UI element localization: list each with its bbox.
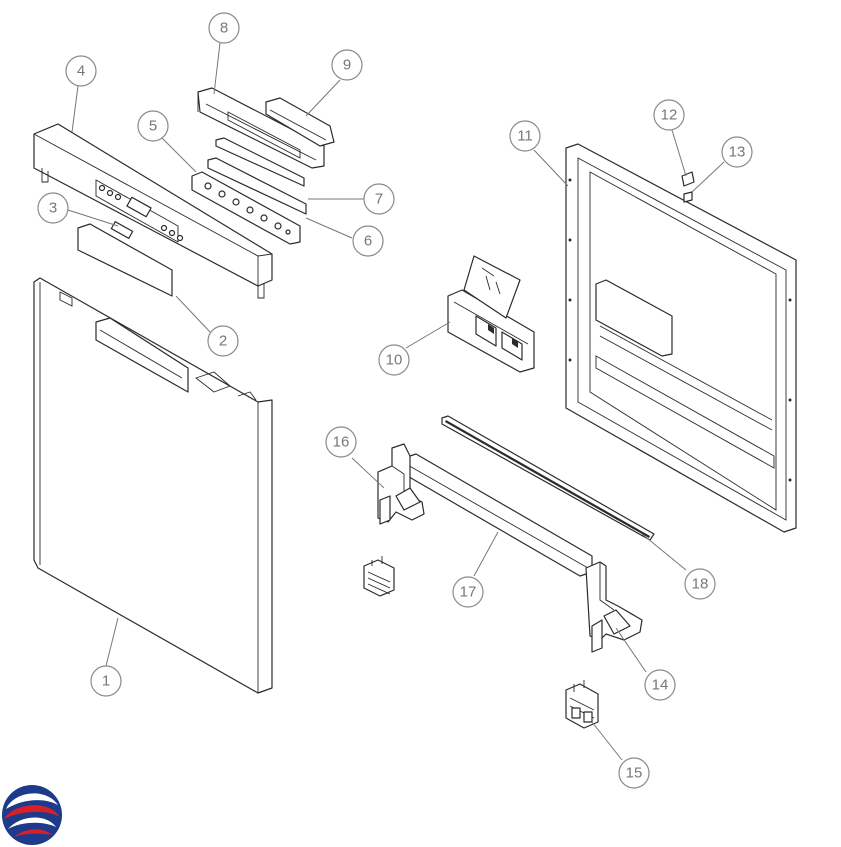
brand-logo-icon <box>2 785 62 845</box>
callout-17: 17 <box>452 576 484 608</box>
part-door-clip <box>681 171 695 187</box>
part-handle-grip <box>265 97 335 147</box>
callout-3: 3 <box>37 192 69 224</box>
part-hinge-cover-right <box>565 680 599 729</box>
part-outer-door-panel <box>33 277 273 694</box>
part-display-window <box>77 223 173 297</box>
leader-3 <box>67 209 119 227</box>
callout-label-11: 11 <box>517 128 533 145</box>
leader-9 <box>305 79 341 117</box>
part-hinge-cover-left <box>363 556 395 597</box>
callout-label-5: 5 <box>149 118 157 135</box>
callout-label-18: 18 <box>692 576 709 593</box>
callout-6: 6 <box>352 225 384 257</box>
callout-5: 5 <box>137 110 169 142</box>
callout-4: 4 <box>65 55 97 87</box>
callout-1: 1 <box>90 665 122 697</box>
callout-10: 10 <box>378 344 410 376</box>
part-door-seal-strip <box>441 415 655 541</box>
callout-label-9: 9 <box>343 57 351 74</box>
leader-8 <box>213 42 221 95</box>
part-detergent-dispenser <box>447 255 535 373</box>
callout-15: 15 <box>618 757 650 789</box>
leader-16 <box>351 457 385 489</box>
part-right-hinge <box>585 561 643 653</box>
callout-label-16: 16 <box>333 434 350 451</box>
callout-14: 14 <box>644 669 676 701</box>
callout-label-12: 12 <box>661 107 678 124</box>
part-display-lens <box>110 221 134 239</box>
callout-label-1: 1 <box>102 673 110 690</box>
callout-2: 2 <box>207 325 239 357</box>
leader-13 <box>691 161 725 193</box>
part-left-hinge <box>377 443 425 525</box>
callout-label-14: 14 <box>652 677 669 694</box>
leader-12 <box>671 129 687 177</box>
part-inner-door-liner <box>565 143 797 533</box>
callout-11: 11 <box>509 120 541 152</box>
leader-6 <box>305 217 353 239</box>
callout-label-7: 7 <box>375 191 383 208</box>
leader-11 <box>533 149 569 187</box>
part-switch-foil <box>207 157 307 215</box>
part-control-board <box>191 171 301 245</box>
callout-label-17: 17 <box>460 584 477 601</box>
callout-8: 8 <box>208 12 240 44</box>
callout-label-4: 4 <box>77 63 85 80</box>
callout-9: 9 <box>331 49 363 81</box>
callout-label-6: 6 <box>364 233 372 250</box>
leader-1 <box>105 617 119 667</box>
callout-18: 18 <box>684 568 716 600</box>
part-hinge-support-bar <box>403 453 593 577</box>
leader-2 <box>175 295 211 333</box>
callout-label-13: 13 <box>729 144 746 161</box>
leader-15 <box>591 721 623 761</box>
callout-7: 7 <box>363 183 395 215</box>
leader-18 <box>641 533 687 571</box>
callout-label-3: 3 <box>49 200 57 217</box>
part-foil-insulator <box>215 137 305 187</box>
callout-label-10: 10 <box>386 352 403 369</box>
leader-17 <box>473 531 499 577</box>
leader-10 <box>405 321 451 349</box>
callout-label-15: 15 <box>626 765 643 782</box>
leader-4 <box>71 85 79 133</box>
part-panel-bracket <box>197 87 325 169</box>
callout-label-2: 2 <box>219 333 227 350</box>
callout-12: 12 <box>653 99 685 131</box>
leader-5 <box>161 137 197 173</box>
leader-lines <box>67 42 725 761</box>
part-control-panel-fascia <box>33 123 273 299</box>
callout-13: 13 <box>721 136 753 168</box>
callout-label-8: 8 <box>220 20 228 37</box>
leader-14 <box>615 627 647 673</box>
callout-16: 16 <box>325 426 357 458</box>
part-door-stop <box>683 191 693 203</box>
